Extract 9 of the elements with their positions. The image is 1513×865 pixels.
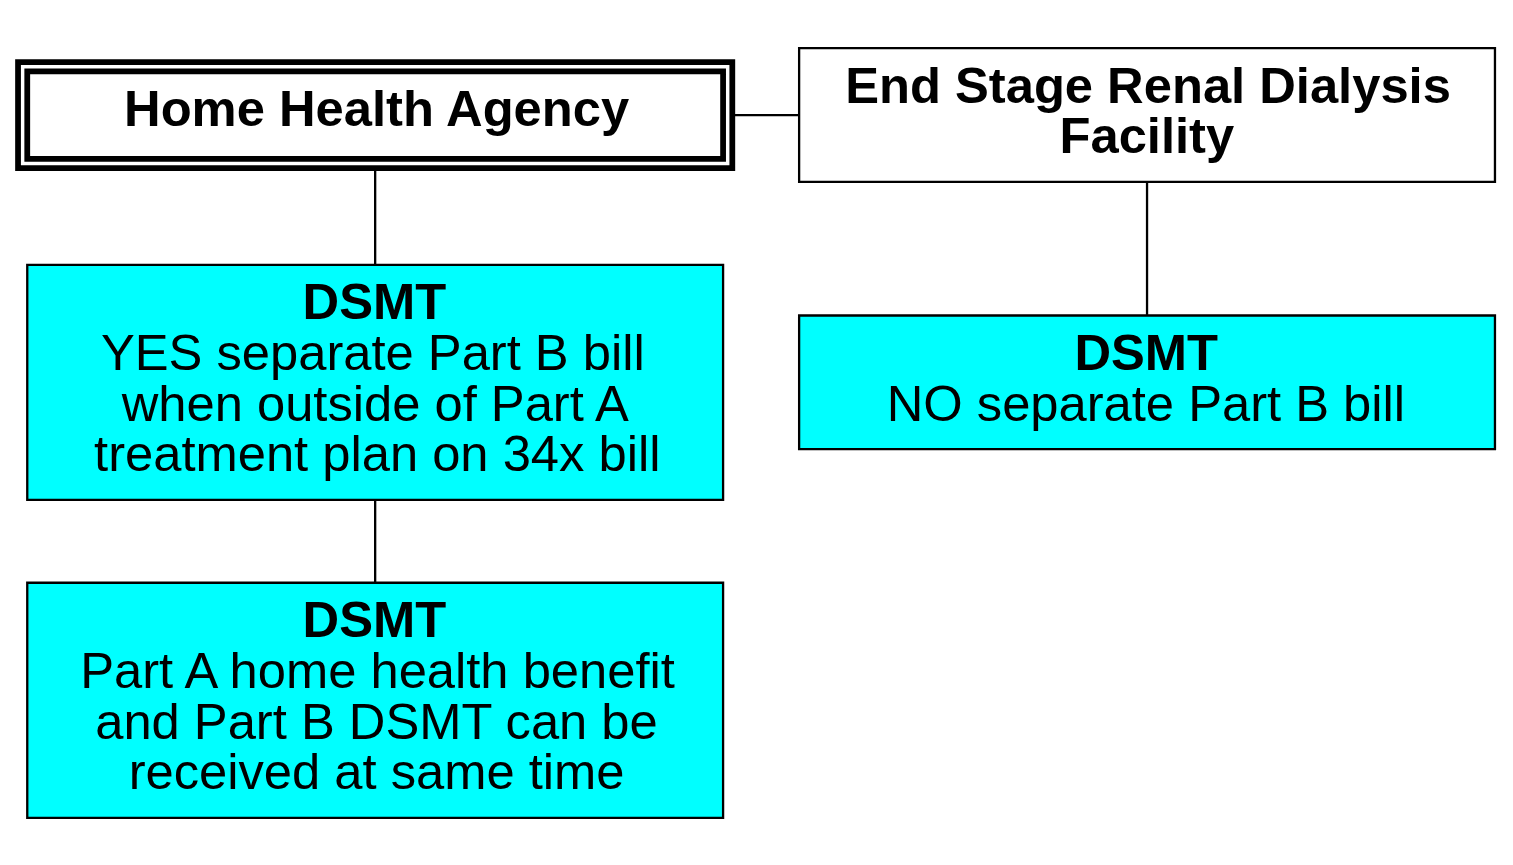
node-box: DSMT Part A home health benefit and Part B DSMT can be received at same time	[26, 581, 725, 819]
node-box: DSMT YES separate Part B bill when outside of Part A treatment plan on 34x bill	[26, 263, 725, 501]
connector	[732, 113, 799, 116]
node-box: DSMT NO separate Part B bill	[798, 313, 1497, 450]
connector	[374, 168, 377, 265]
node-box: End Stage Renal Dialysis Facility	[798, 46, 1497, 183]
connector	[1145, 181, 1149, 315]
node-box: Home Health Agency	[15, 58, 736, 171]
connector	[374, 499, 377, 583]
